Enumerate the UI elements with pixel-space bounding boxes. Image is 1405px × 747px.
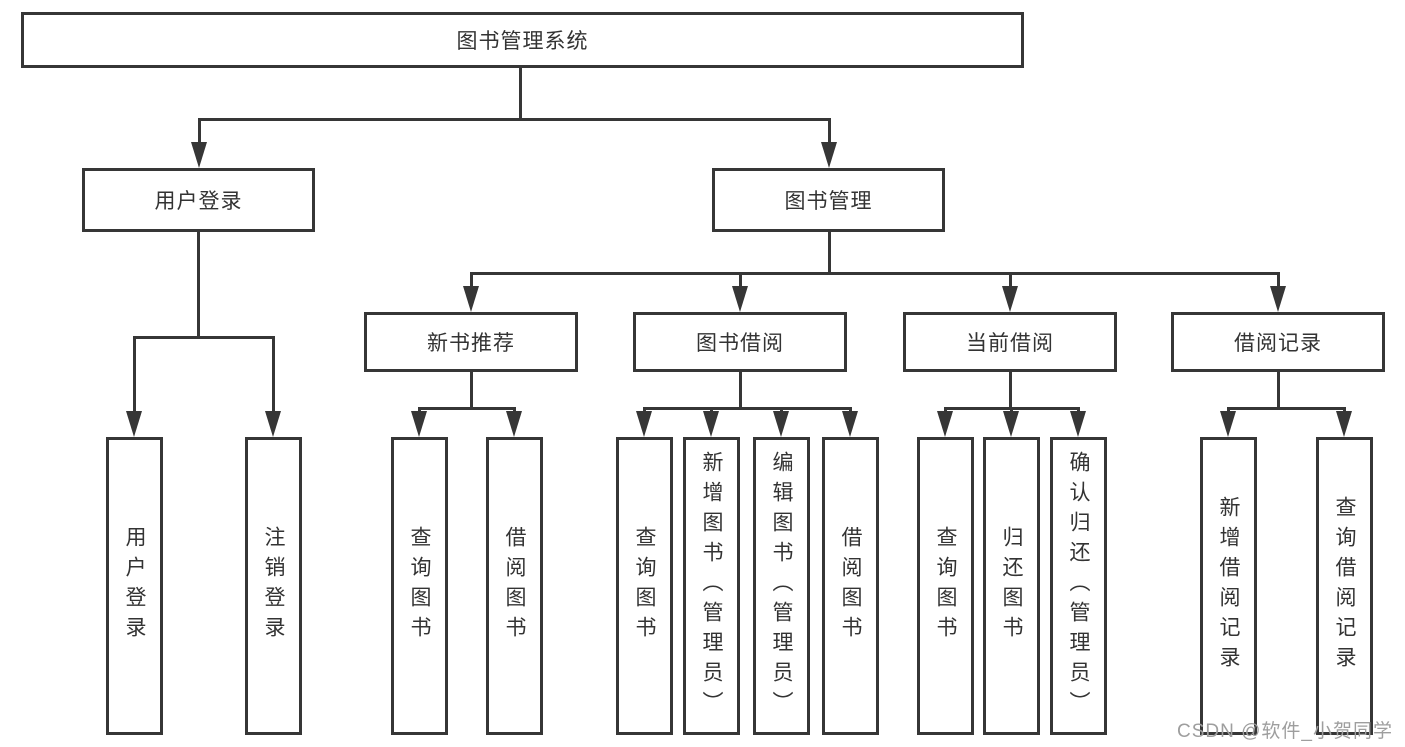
leaf-confirm-return-admin: 确认归还（管理员）	[1050, 437, 1107, 735]
node-current-borrow: 当前借阅	[903, 312, 1117, 372]
arrow-down-icon	[732, 286, 748, 312]
node-root-label: 图书管理系统	[456, 30, 589, 53]
leaf-return-books: 归还图书	[983, 437, 1040, 735]
arrow-down-icon	[411, 411, 427, 437]
node-user-login: 用户登录	[82, 168, 315, 232]
node-book-management: 图书管理	[712, 168, 945, 232]
leaf-query-borrow-record: 查询借阅记录	[1316, 437, 1373, 735]
node-new-book-recommend: 新书推荐	[364, 312, 578, 372]
node-user-login-label: 用户登录	[154, 190, 243, 213]
leaf-add-books-admin: 新增图书（管理员）	[683, 437, 740, 735]
connector	[1227, 407, 1346, 410]
leaf-borrow-books-recommend: 借阅图书	[486, 437, 543, 735]
leaf-borrow-books-label: 借阅图书	[839, 526, 862, 646]
connector	[828, 232, 831, 272]
leaf-edit-books-admin-label: 编辑图书（管理员）	[770, 451, 793, 721]
arrow-down-icon	[773, 411, 789, 437]
arrow-down-icon	[126, 411, 142, 437]
connector	[1009, 372, 1012, 407]
connector	[470, 272, 1280, 275]
arrow-down-icon	[1070, 411, 1086, 437]
connector	[519, 68, 522, 118]
arrow-down-icon	[265, 411, 281, 437]
node-book-management-label: 图书管理	[784, 190, 873, 213]
arrow-down-icon	[463, 286, 479, 312]
arrow-down-icon	[506, 411, 522, 437]
leaf-edit-books-admin: 编辑图书（管理员）	[753, 437, 810, 735]
arrow-down-icon	[703, 411, 719, 437]
leaf-query-books-current-label: 查询图书	[934, 526, 957, 646]
node-book-borrow: 图书借阅	[633, 312, 847, 372]
connector	[197, 232, 200, 336]
connector	[198, 118, 831, 121]
connector	[133, 336, 275, 339]
connector	[1009, 272, 1012, 290]
connector	[643, 407, 852, 410]
leaf-add-borrow-record: 新增借阅记录	[1200, 437, 1257, 735]
connector	[133, 336, 136, 414]
arrow-down-icon	[191, 142, 207, 168]
arrow-down-icon	[1002, 286, 1018, 312]
node-root-system: 图书管理系统	[21, 12, 1024, 68]
connector	[739, 272, 742, 290]
connector	[198, 118, 201, 146]
arrow-down-icon	[1270, 286, 1286, 312]
csdn-watermark: CSDN @软件_小贺同学	[1177, 721, 1393, 742]
connector	[1277, 272, 1280, 290]
connector	[1277, 372, 1280, 407]
arrow-down-icon	[1003, 411, 1019, 437]
arrow-down-icon	[1336, 411, 1352, 437]
node-new-book-recommend-label: 新书推荐	[427, 332, 515, 355]
node-borrow-records-label: 借阅记录	[1234, 332, 1322, 355]
arrow-down-icon	[937, 411, 953, 437]
connector	[272, 336, 275, 414]
connector	[470, 372, 473, 407]
connector	[739, 372, 742, 407]
leaf-confirm-return-admin-label: 确认归还（管理员）	[1067, 451, 1090, 721]
leaf-borrow-books: 借阅图书	[822, 437, 879, 735]
leaf-query-books-recommend-label: 查询图书	[408, 526, 431, 646]
connector	[418, 407, 516, 410]
leaf-query-books-current: 查询图书	[917, 437, 974, 735]
leaf-query-books-recommend: 查询图书	[391, 437, 448, 735]
arrow-down-icon	[636, 411, 652, 437]
node-book-borrow-label: 图书借阅	[696, 332, 784, 355]
leaf-logout-label: 注销登录	[262, 526, 285, 646]
leaf-add-books-admin-label: 新增图书（管理员）	[700, 451, 723, 721]
leaf-user-login: 用户登录	[106, 437, 163, 735]
node-current-borrow-label: 当前借阅	[966, 332, 1054, 355]
leaf-user-login-label: 用户登录	[123, 526, 146, 646]
arrow-down-icon	[821, 142, 837, 168]
node-borrow-records: 借阅记录	[1171, 312, 1385, 372]
arrow-down-icon	[842, 411, 858, 437]
connector	[828, 118, 831, 146]
leaf-query-books-borrow-label: 查询图书	[633, 526, 656, 646]
arrow-down-icon	[1220, 411, 1236, 437]
connector	[470, 272, 473, 290]
leaf-logout: 注销登录	[245, 437, 302, 735]
leaf-borrow-books-recommend-label: 借阅图书	[503, 526, 526, 646]
leaf-add-borrow-record-label: 新增借阅记录	[1217, 496, 1240, 676]
leaf-query-books-borrow: 查询图书	[616, 437, 673, 735]
leaf-return-books-label: 归还图书	[1000, 526, 1023, 646]
leaf-query-borrow-record-label: 查询借阅记录	[1333, 496, 1356, 676]
